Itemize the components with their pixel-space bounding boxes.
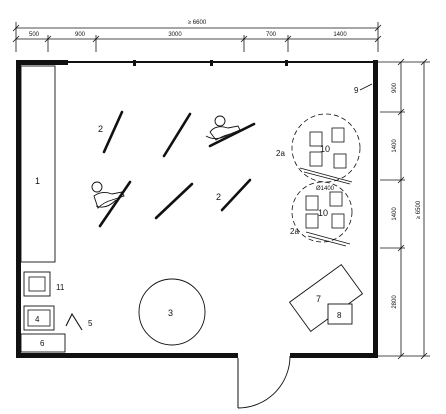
label-2-upper: 2 <box>98 124 103 134</box>
label-6: 6 <box>40 339 45 348</box>
label-9: 9 <box>354 86 359 95</box>
label-8: 8 <box>337 311 342 320</box>
total-depth-label: ≥ 6500 <box>416 200 422 219</box>
label-2a-lower: 2a <box>290 227 299 236</box>
label-7: 7 <box>316 294 321 304</box>
wash-basin-11: 11 <box>23 271 65 297</box>
dim-right-900: 900 <box>392 82 398 93</box>
label-5: 5 <box>88 319 93 328</box>
total-width-label: ≥ 6600 <box>188 20 207 26</box>
person-upper <box>205 115 241 141</box>
sink-cabinet-4: 4 <box>23 305 55 331</box>
desk-lower-mid <box>154 182 194 220</box>
label-10-upper: 10 <box>320 144 330 154</box>
dim-right-1400-b: 1400 <box>392 207 398 221</box>
dim-top-3000: 3000 <box>168 32 182 38</box>
desk-upper-left <box>102 110 124 154</box>
top-dimension-chain: ≥ 6600 500 900 3000 700 1400 <box>12 20 382 52</box>
dim-top-500: 500 <box>29 32 40 38</box>
label-11: 11 <box>56 283 65 292</box>
table-insert-8: 8 <box>327 303 353 325</box>
label-circle-note: Ø1400 <box>316 186 335 192</box>
dim-right-1400-a: 1400 <box>392 139 398 153</box>
trolley-5: 5 <box>65 312 93 331</box>
desk-upper-right <box>208 122 256 148</box>
person-lower <box>91 181 125 209</box>
door <box>237 355 291 409</box>
round-table-3: 3 <box>138 278 206 346</box>
unit-10-lower: 10 Ø1400 2a <box>290 181 353 247</box>
walls <box>16 60 378 358</box>
unit-10-upper: 10 2a <box>276 113 361 185</box>
dim-top-1400: 1400 <box>333 32 347 38</box>
label-2-right: 2 <box>216 192 221 202</box>
label-10-lower: 10 <box>318 208 328 218</box>
corner-item-9: 9 <box>354 83 373 95</box>
label-1: 1 <box>35 176 40 186</box>
wall-unit-6: 6 <box>20 333 66 353</box>
label-3: 3 <box>168 308 173 318</box>
desk-upper-mid <box>162 112 192 158</box>
label-4: 4 <box>35 315 40 324</box>
desk-lower-right <box>220 178 252 212</box>
label-2a-upper: 2a <box>276 149 285 158</box>
right-dimension-chain: 900 1400 1400 2800 ≥ 6500 <box>376 58 430 360</box>
desk-lower-left <box>98 180 132 228</box>
dim-top-900: 900 <box>75 32 86 38</box>
dim-right-2800: 2800 <box>392 295 398 309</box>
dim-top-700: 700 <box>266 32 277 38</box>
desks <box>98 110 256 228</box>
counter-1: 1 <box>20 65 56 263</box>
